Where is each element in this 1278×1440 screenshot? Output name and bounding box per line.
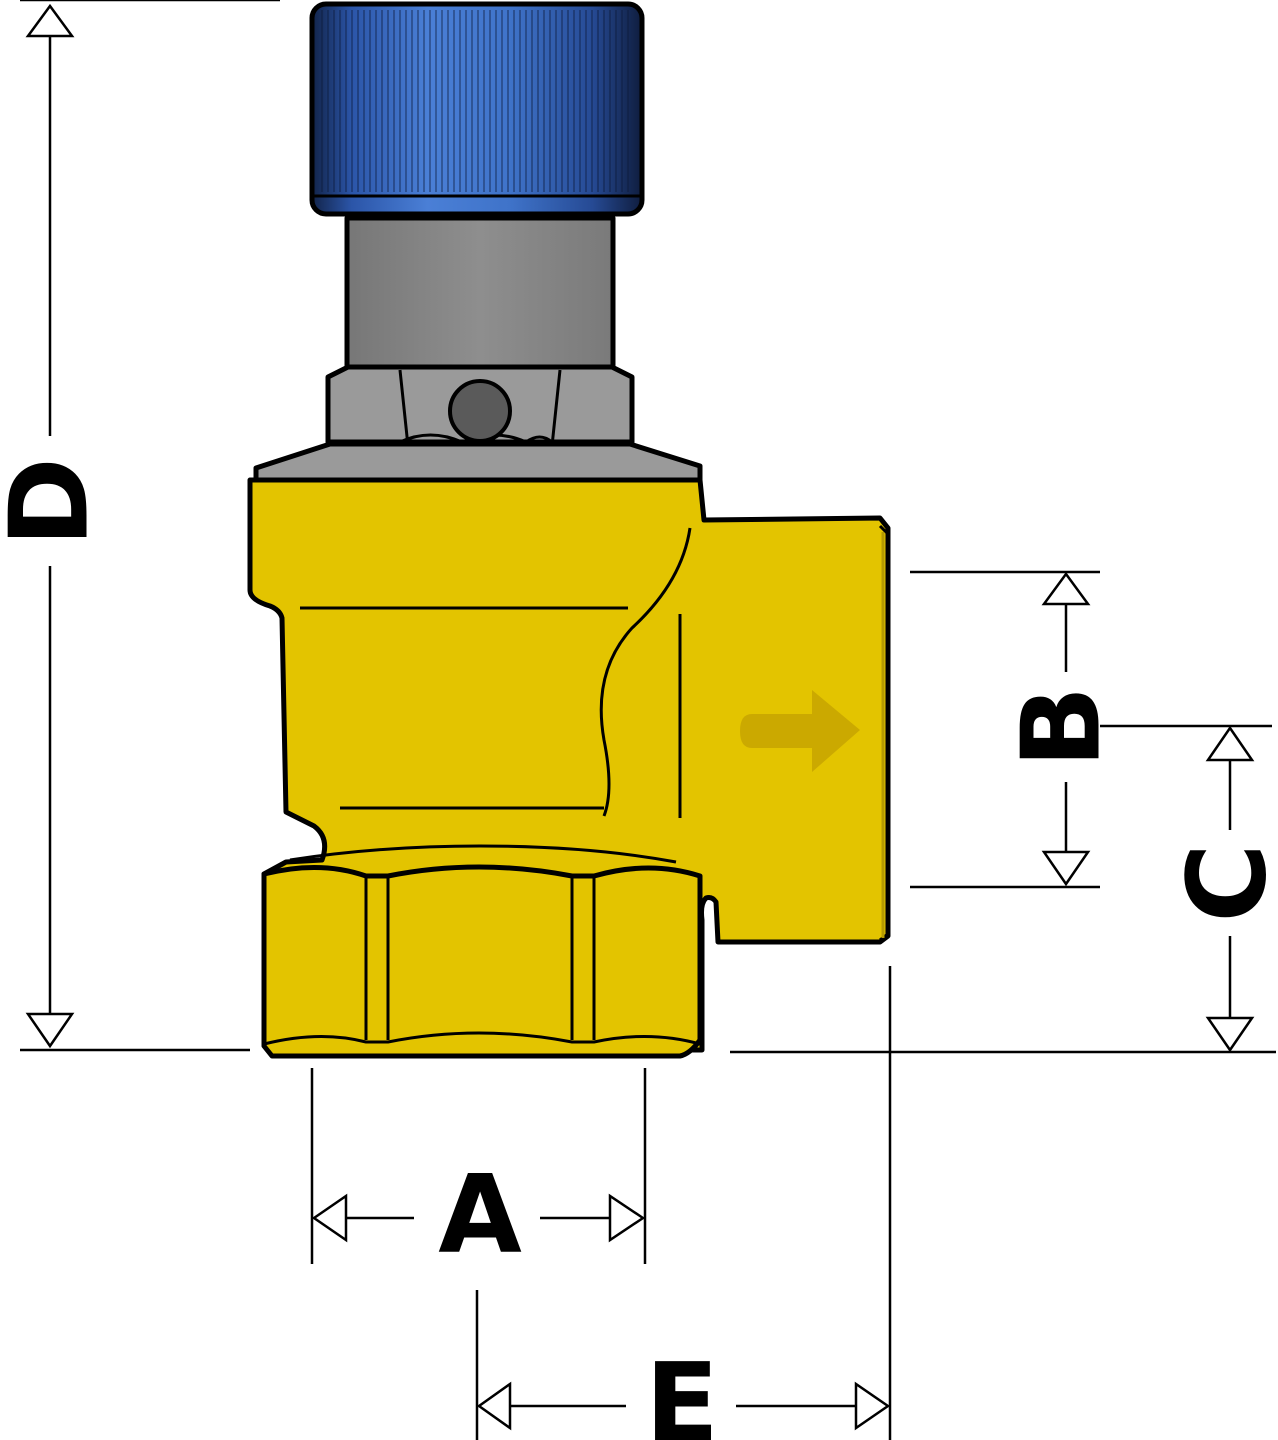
dimension-label-d: D [0,457,113,547]
dimension-label-c: C [1166,843,1278,922]
dimension-label-e: E [645,1341,719,1440]
inlet-hex [261,844,703,1059]
valve [247,1,891,1059]
knob-knurling [321,10,629,192]
cap-plate [253,441,703,483]
flow-direction-arrow-icon [740,690,860,772]
valve-stem [344,215,616,373]
dimension-label-b: B [1000,686,1125,768]
adjustment-knob [309,1,645,217]
dimension-labels: D B C A E [0,457,1278,1440]
dimension-lines [20,0,1276,1440]
dimension-label-a: A [438,1153,522,1278]
lock-screw [448,379,512,443]
hex-nut [325,364,635,447]
